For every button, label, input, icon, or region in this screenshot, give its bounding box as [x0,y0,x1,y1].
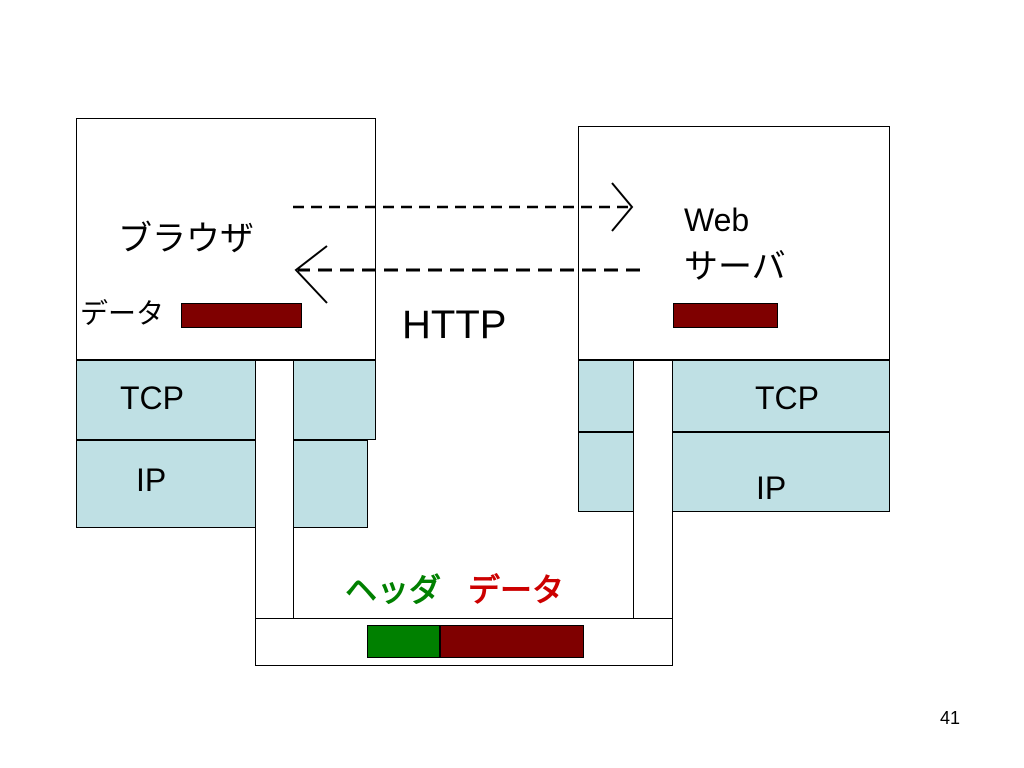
packet-data-label: データ [468,571,565,609]
left-tcp-label: TCP [120,380,184,416]
browser-data-bar [181,303,302,328]
right-ip-label: IP [756,470,787,506]
packet-header-label: ヘッダ [345,571,442,609]
webserver-label-line2: サーバ [684,247,786,287]
http-label: HTTP [402,303,507,347]
page-number: 41 [940,708,961,728]
right-webserver-box [578,126,890,360]
server-data-bar [673,303,778,328]
left-tcp-layer [76,360,376,440]
right-channel-shaft [633,360,673,620]
right-tcp-layer [578,360,890,432]
webserver-label-line1: Web [684,202,750,238]
left-channel-shaft [255,360,294,620]
right-tcp-label: TCP [755,380,819,416]
packet-header-bar [367,625,440,658]
browser-label: ブラウザ [118,219,254,259]
left-ip-layer [76,440,368,528]
right-ip-layer [578,432,890,512]
left-ip-label: IP [136,462,167,498]
browser-data-label: データ [80,297,165,330]
packet-data-bar [440,625,584,658]
